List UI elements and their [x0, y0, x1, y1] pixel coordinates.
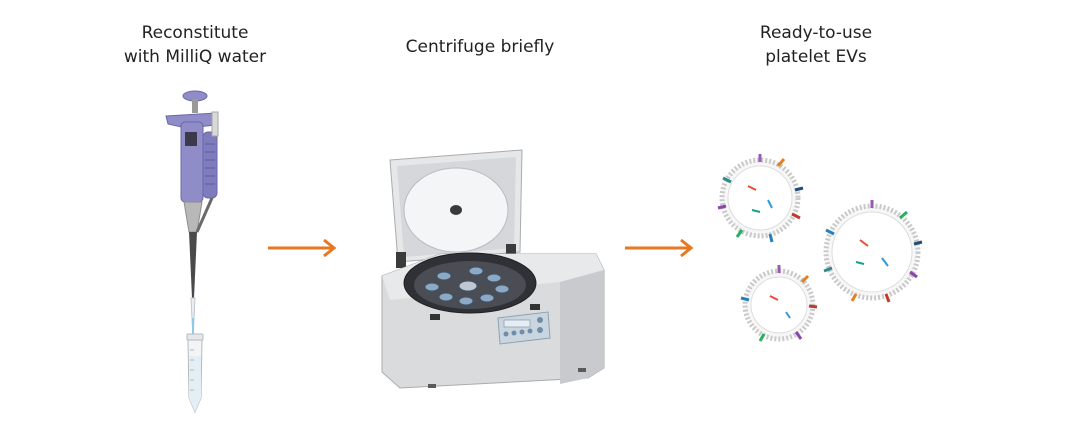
step-1-label-line-2: with MilliQ water	[123, 47, 267, 67]
step-1-label-line-1: Reconstitute	[141, 23, 249, 43]
step-3-label-line-2: platelet EVs	[765, 47, 867, 67]
pipette-icon	[165, 90, 219, 336]
vesicle-icon	[717, 154, 923, 342]
step-3-label-line-1: Ready-to-use	[759, 23, 873, 43]
arrow-2	[625, 238, 694, 258]
tube-icon	[186, 333, 204, 414]
step-3-label: Ready-to-use platelet EVs	[760, 21, 872, 69]
step-2-label: Centrifuge briefly	[406, 35, 555, 59]
centrifuge-icon	[381, 149, 605, 389]
step-2-label-line-1: Centrifuge briefly	[405, 37, 555, 57]
step-1-label: Reconstitute with MilliQ water	[124, 21, 266, 69]
arrow-1	[268, 238, 337, 258]
